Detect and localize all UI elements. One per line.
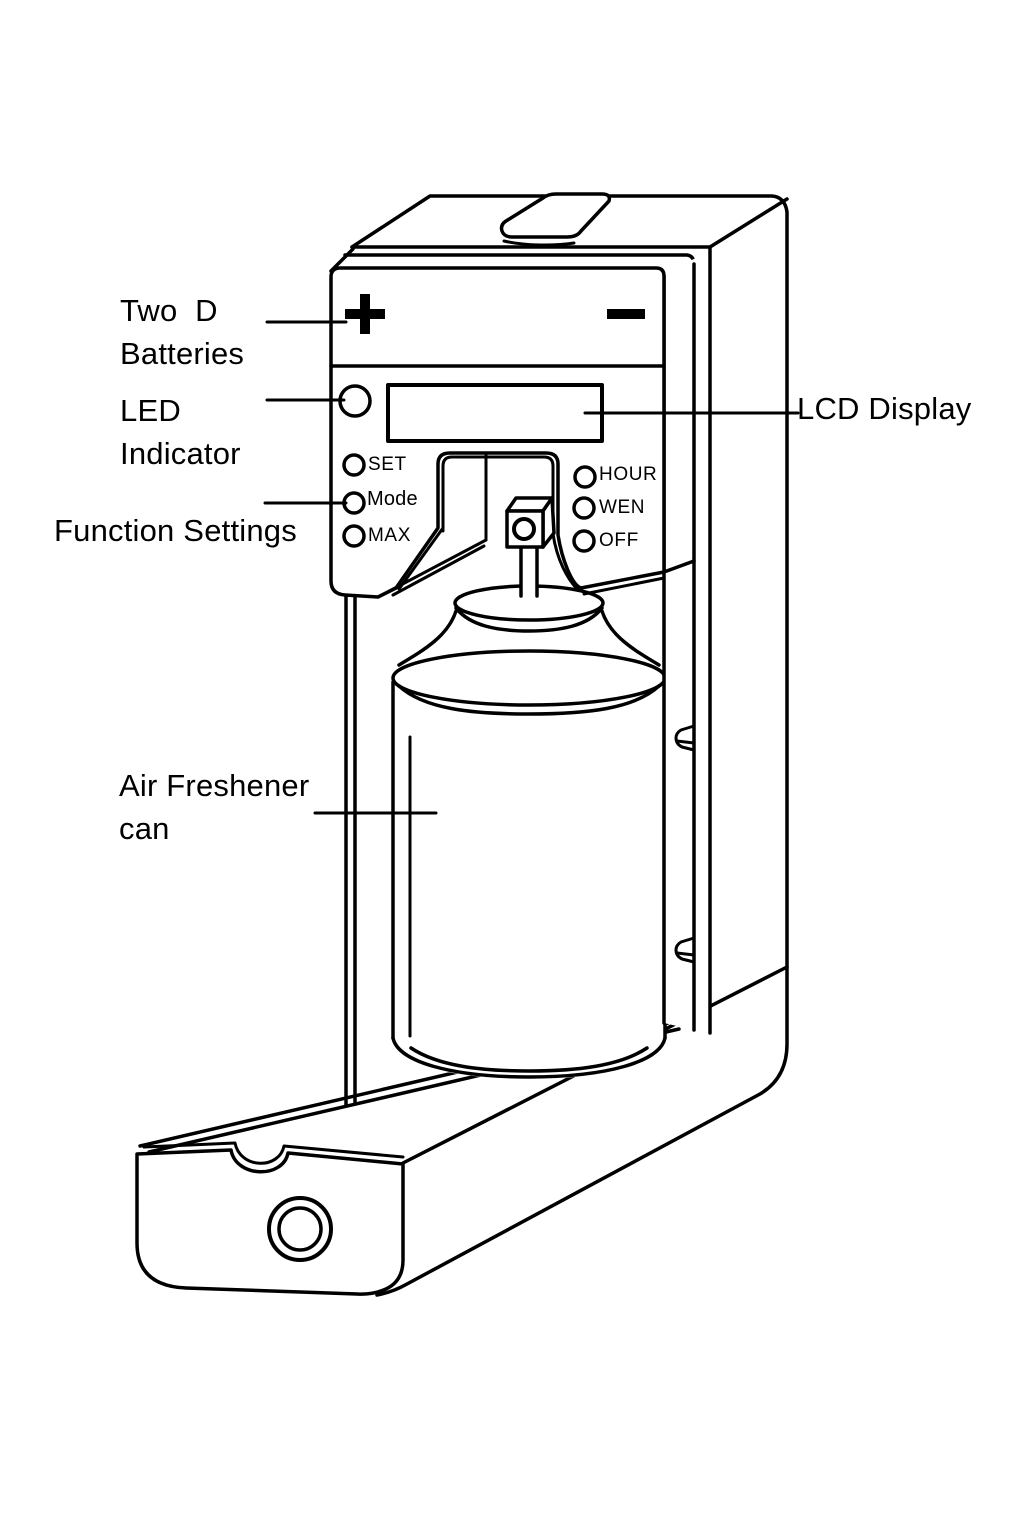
button-max-circle <box>342 524 366 548</box>
button-hour-circle <box>573 465 597 489</box>
button-wen-circle <box>572 496 596 520</box>
label-button-mode: Mode <box>367 488 418 510</box>
base <box>135 1141 405 1296</box>
label-air-freshener-can: Air Freshener can <box>119 768 310 846</box>
control-panel <box>329 266 666 599</box>
label-button-hour: HOUR <box>599 464 658 485</box>
button-set-circle <box>342 453 366 477</box>
left-pillar <box>344 594 357 1107</box>
battery-positive-icon <box>345 294 385 334</box>
nozzle-arch-cutout <box>376 453 666 599</box>
label-two-d-batteries: Two D Batteries <box>120 293 245 371</box>
button-off-circle <box>572 529 596 553</box>
label-button-off: OFF <box>599 530 639 551</box>
label-button-set: SET <box>368 454 407 475</box>
label-button-wen: WEN <box>599 497 646 518</box>
door-edge <box>662 246 712 1035</box>
callout-lines <box>263 320 800 815</box>
label-lcd-display: LCD Display <box>797 391 972 426</box>
lid-slot-icon <box>499 192 612 247</box>
can-shoulder-ring <box>391 649 667 707</box>
nozzle-icon <box>505 496 556 598</box>
label-button-max: MAX <box>368 525 411 546</box>
housing-outline <box>329 192 789 1297</box>
door-clip-icon <box>674 724 696 964</box>
label-led-indicator: LED Indicator <box>120 393 241 471</box>
label-function-settings: Function Settings <box>54 513 297 548</box>
battery-negative-icon <box>607 309 645 319</box>
spray-can <box>391 584 667 1079</box>
